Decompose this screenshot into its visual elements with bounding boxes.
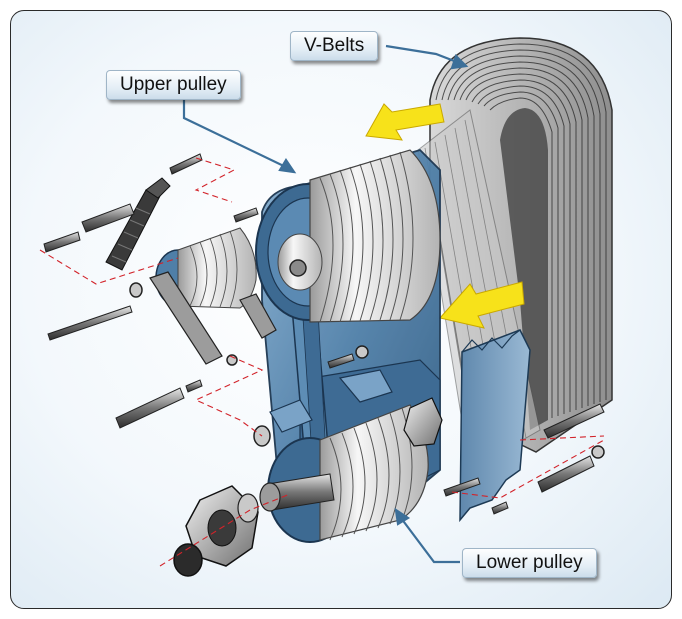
- washers: [129, 282, 605, 459]
- rotation-arrow-upper: [365, 103, 445, 141]
- lower-pulley: [259, 404, 429, 543]
- callout-lower-pulley: Lower pulley: [462, 548, 597, 578]
- rear-hub: [403, 397, 443, 447]
- upper-pulley: [255, 149, 441, 323]
- callout-v-belts: V-Belts: [290, 31, 379, 61]
- belt-guard-plate: [459, 329, 531, 523]
- exploded-view-lines: [39, 157, 605, 567]
- hardware-parts: [47, 153, 605, 515]
- idler-pulley: [149, 227, 277, 365]
- leader-lines: [182, 44, 469, 564]
- tension-spring: [43, 177, 171, 271]
- drive-coupling: [173, 485, 259, 577]
- callout-upper-pulley: Upper pulley: [106, 70, 241, 100]
- rotation-arrow-lower: [439, 281, 525, 329]
